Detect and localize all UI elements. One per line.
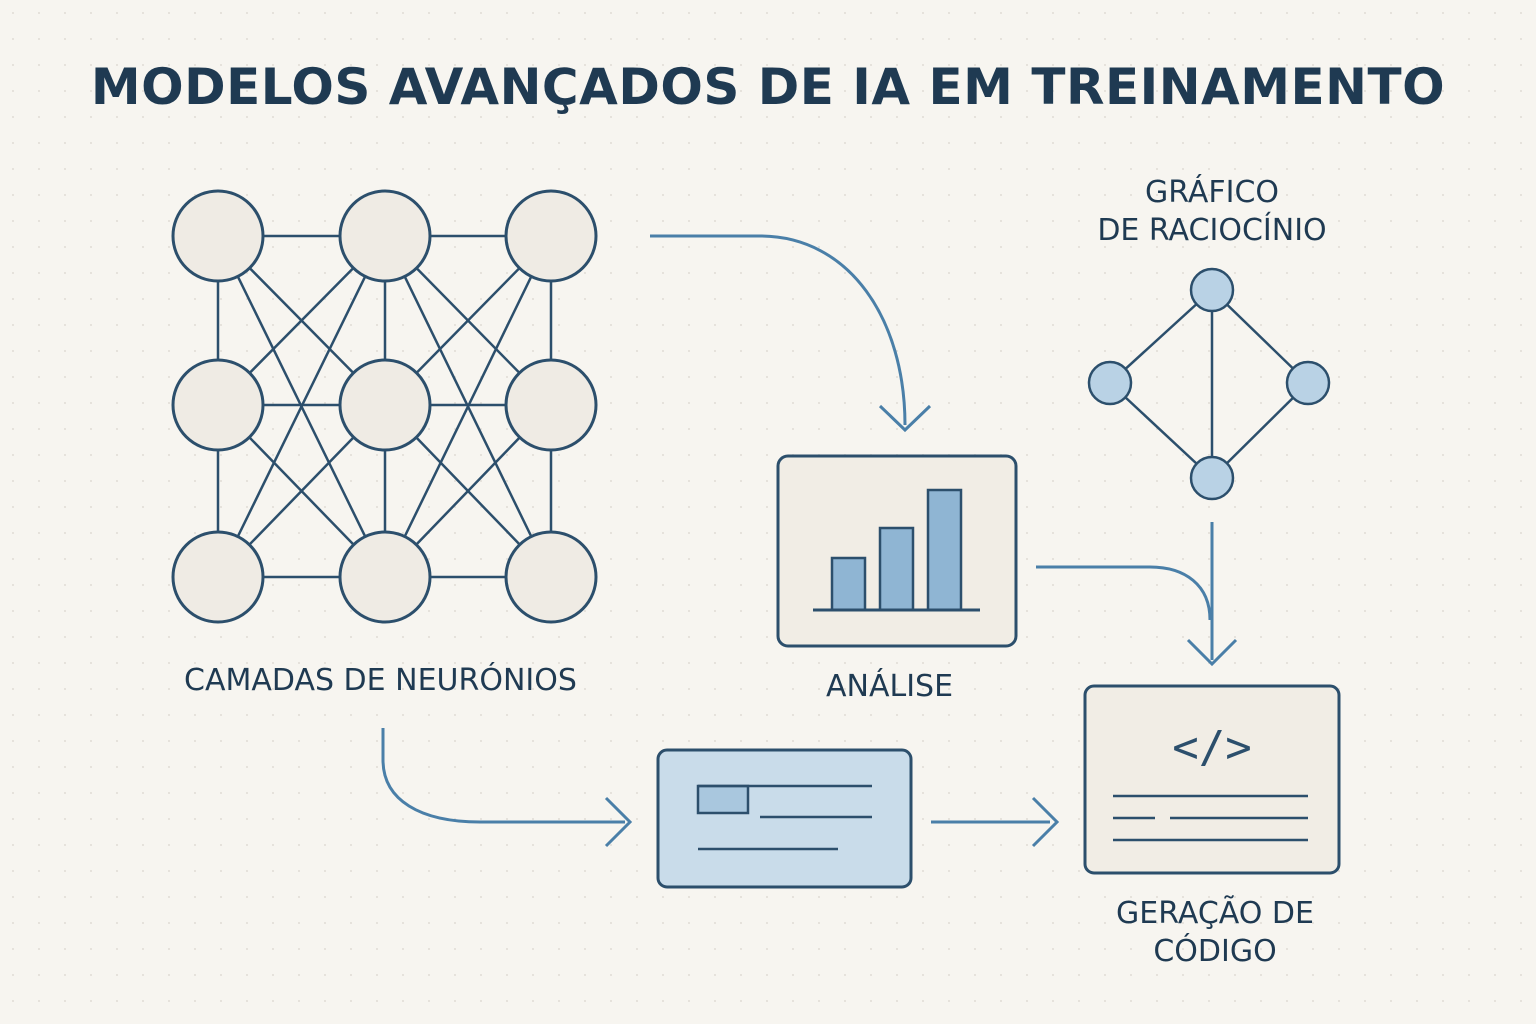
neuron-node: [171, 189, 265, 283]
network-connection: [383, 235, 553, 578]
neuron-node: [338, 189, 432, 283]
arrow-head-analysis: [878, 404, 932, 433]
arrow-network-to-document: [381, 728, 625, 824]
code-generation-label-line1: GERAÇÃO DE: [1116, 896, 1314, 931]
neuron-node: [338, 530, 432, 624]
reasoning-graph-label-line2: DE RACIOCÍNIO: [1097, 213, 1327, 248]
code-panel: </>: [1083, 684, 1341, 875]
reasoning-graph-icon: [1087, 267, 1331, 501]
arrow-head-document: [604, 796, 633, 848]
bar-chart-icon: [813, 488, 980, 612]
network-connection: [216, 235, 387, 578]
analysis-panel: [776, 454, 1018, 648]
neuron-node: [338, 358, 432, 452]
chart-bar-2: [878, 526, 915, 612]
graph-node-left: [1087, 360, 1133, 406]
code-generation-label-line2: CÓDIGO: [1153, 934, 1277, 969]
chart-bar-3: [926, 488, 963, 612]
neurons-label: CAMADAS DE NEURÓNIOS: [184, 663, 577, 698]
arrow-head-code-top: [1186, 638, 1238, 667]
neuron-node: [171, 530, 265, 624]
arrow-analysis-to-code: [1036, 565, 1212, 621]
analysis-label: ANÁLISE: [826, 669, 954, 704]
neuron-node: [171, 358, 265, 452]
arrow-head-code-left: [1031, 796, 1060, 848]
neural-network-icon: [171, 189, 598, 624]
neuron-node: [504, 530, 598, 624]
page-title: MODELOS AVANÇADOS DE IA EM TREINAMENTO: [90, 58, 1446, 116]
graph-node-bottom: [1189, 455, 1235, 501]
code-icon: </>: [1172, 722, 1251, 773]
chart-bar-1: [830, 556, 867, 612]
reasoning-graph-label: GRÁFICO DE RACIOCÍNIO: [1080, 174, 1344, 250]
neuron-node: [504, 189, 598, 283]
code-generation-label: GERAÇÃO DE CÓDIGO: [1090, 895, 1340, 971]
document-icon: [656, 748, 913, 889]
document-header-block: [696, 784, 750, 815]
graph-node-top: [1189, 267, 1235, 313]
reasoning-graph-label-line1: GRÁFICO: [1144, 175, 1280, 210]
graph-node-right: [1285, 360, 1331, 406]
neuron-node: [504, 358, 598, 452]
arrow-network-to-analysis: [650, 234, 907, 426]
